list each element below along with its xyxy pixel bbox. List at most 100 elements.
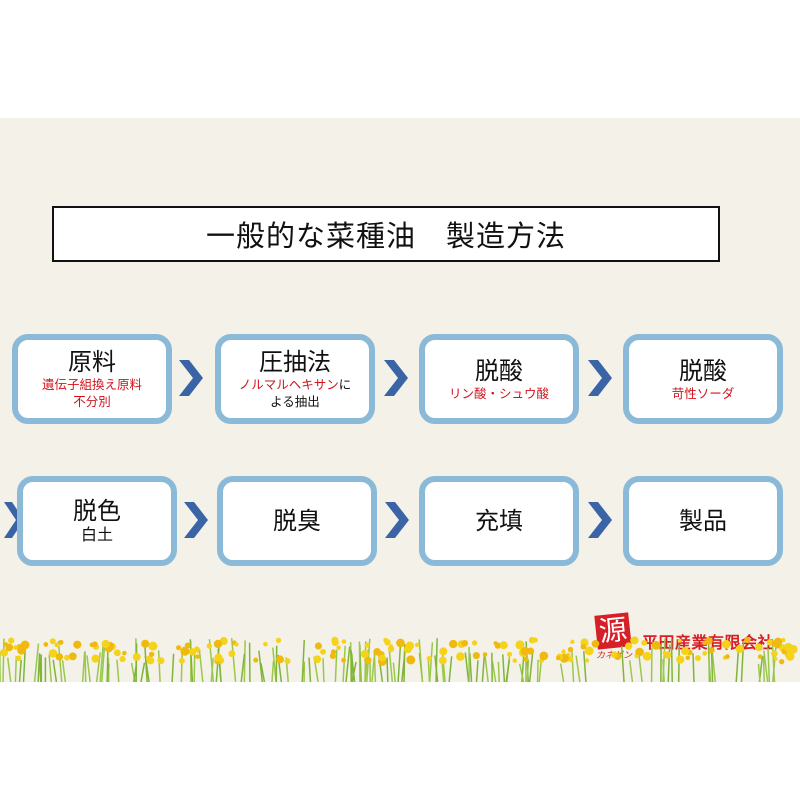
flower-blossom <box>507 651 513 657</box>
flower-blossom <box>263 641 268 647</box>
step-degumming: 脱酸 リン酸・シュウ酸 <box>419 334 579 424</box>
flower-stem <box>388 649 394 682</box>
flower-blossom <box>493 641 498 646</box>
flower-blossom <box>275 637 282 644</box>
flower-blossom <box>148 641 158 651</box>
flower-stem <box>505 660 511 682</box>
step-note: 白土 <box>80 525 113 544</box>
flower-blossom <box>364 656 372 665</box>
flower-blossom <box>757 654 763 659</box>
flower-stem <box>373 652 377 682</box>
flower-blossom <box>785 652 795 661</box>
flower-blossom <box>754 643 763 652</box>
flower-blossom <box>406 655 416 665</box>
flower-stem <box>662 638 666 682</box>
flower-stem <box>464 652 470 682</box>
flower-stem <box>757 663 761 682</box>
flower-blossom <box>360 650 369 659</box>
flower-blossom <box>313 655 322 664</box>
flower-stem <box>308 657 312 682</box>
flower-blossom <box>783 642 793 652</box>
flower-blossom <box>194 646 200 652</box>
flower-blossom <box>694 655 701 662</box>
flower-stem <box>84 651 87 682</box>
flower-blossom <box>685 655 691 660</box>
flower-stem <box>711 649 717 682</box>
flower-blossom <box>384 639 391 646</box>
flower-blossom <box>414 642 420 648</box>
flower-blossom <box>178 657 185 664</box>
flower-stem <box>371 657 375 682</box>
flower-blossom <box>778 658 785 665</box>
flower-stem <box>135 643 138 682</box>
flower-stem <box>140 662 146 682</box>
flower-blossom <box>439 647 448 656</box>
flower-stem <box>435 638 438 682</box>
flower-stem <box>583 651 587 682</box>
flower-stem <box>418 639 424 682</box>
flower-blossom <box>702 640 707 646</box>
step-name: 製品 <box>679 507 727 535</box>
flower-blossom <box>721 639 731 649</box>
flower-blossom <box>520 646 530 656</box>
flower-blossom <box>664 651 672 659</box>
flower-blossom <box>642 651 652 661</box>
flower-blossom <box>388 644 394 649</box>
flower-stem <box>322 658 325 682</box>
flower-blossom <box>635 647 644 657</box>
flower-stem <box>448 656 453 682</box>
flower-blossom <box>8 637 15 644</box>
step-note: 苛性ソーダ <box>671 385 735 401</box>
flower-blossom <box>771 650 778 657</box>
flower-stem <box>22 649 26 682</box>
flower-blossom <box>341 639 347 644</box>
step-name: 脱色 <box>73 497 121 525</box>
flower-blossom <box>405 641 415 651</box>
chevron-right-icon <box>588 360 612 396</box>
flower-blossom <box>180 646 190 656</box>
chevron-right-icon <box>385 502 409 538</box>
flower-stem <box>106 663 110 682</box>
step-deodorization: 脱臭 <box>217 476 377 566</box>
flower-blossom <box>364 642 370 648</box>
flower-blossom <box>141 639 150 648</box>
flower-blossom <box>49 638 56 645</box>
flower-blossom <box>341 657 347 663</box>
flower-stem <box>243 640 246 682</box>
flower-stem <box>620 645 625 682</box>
flower-stem <box>6 657 12 682</box>
flower-stem <box>638 653 643 682</box>
flower-stem <box>95 652 102 682</box>
flower-blossom <box>314 642 322 650</box>
flower-stem <box>570 647 575 682</box>
flower-stem <box>18 659 22 682</box>
flower-blossom <box>735 644 744 654</box>
flower-blossom <box>3 642 8 647</box>
flower-blossom <box>64 654 70 661</box>
flower-stem <box>57 641 63 682</box>
flower-stem <box>272 647 277 682</box>
flower-stem <box>441 663 445 682</box>
flower-stem <box>469 653 473 682</box>
flower-blossom <box>634 654 639 659</box>
flower-blossom <box>48 649 58 658</box>
flower-blossom <box>499 641 508 650</box>
flower-blossom <box>89 642 95 648</box>
flower-blossom <box>624 642 633 650</box>
flower-blossom <box>651 640 661 650</box>
flower-blossom <box>677 638 682 643</box>
flower-stem <box>526 659 530 682</box>
flower-blossom <box>113 649 121 657</box>
flower-blossom <box>472 652 480 660</box>
step-name: 脱酸 <box>475 356 523 385</box>
flower-stem <box>345 646 351 682</box>
flower-stem <box>258 650 264 682</box>
flower-blossom <box>13 645 19 650</box>
flower-blossom <box>206 643 212 649</box>
flower-stem <box>38 654 42 682</box>
chevron-right-icon <box>384 360 408 396</box>
flower-stem <box>271 661 275 682</box>
flower-blossom <box>43 642 49 647</box>
flower-blossom <box>584 646 594 656</box>
flower-stem <box>491 661 497 682</box>
